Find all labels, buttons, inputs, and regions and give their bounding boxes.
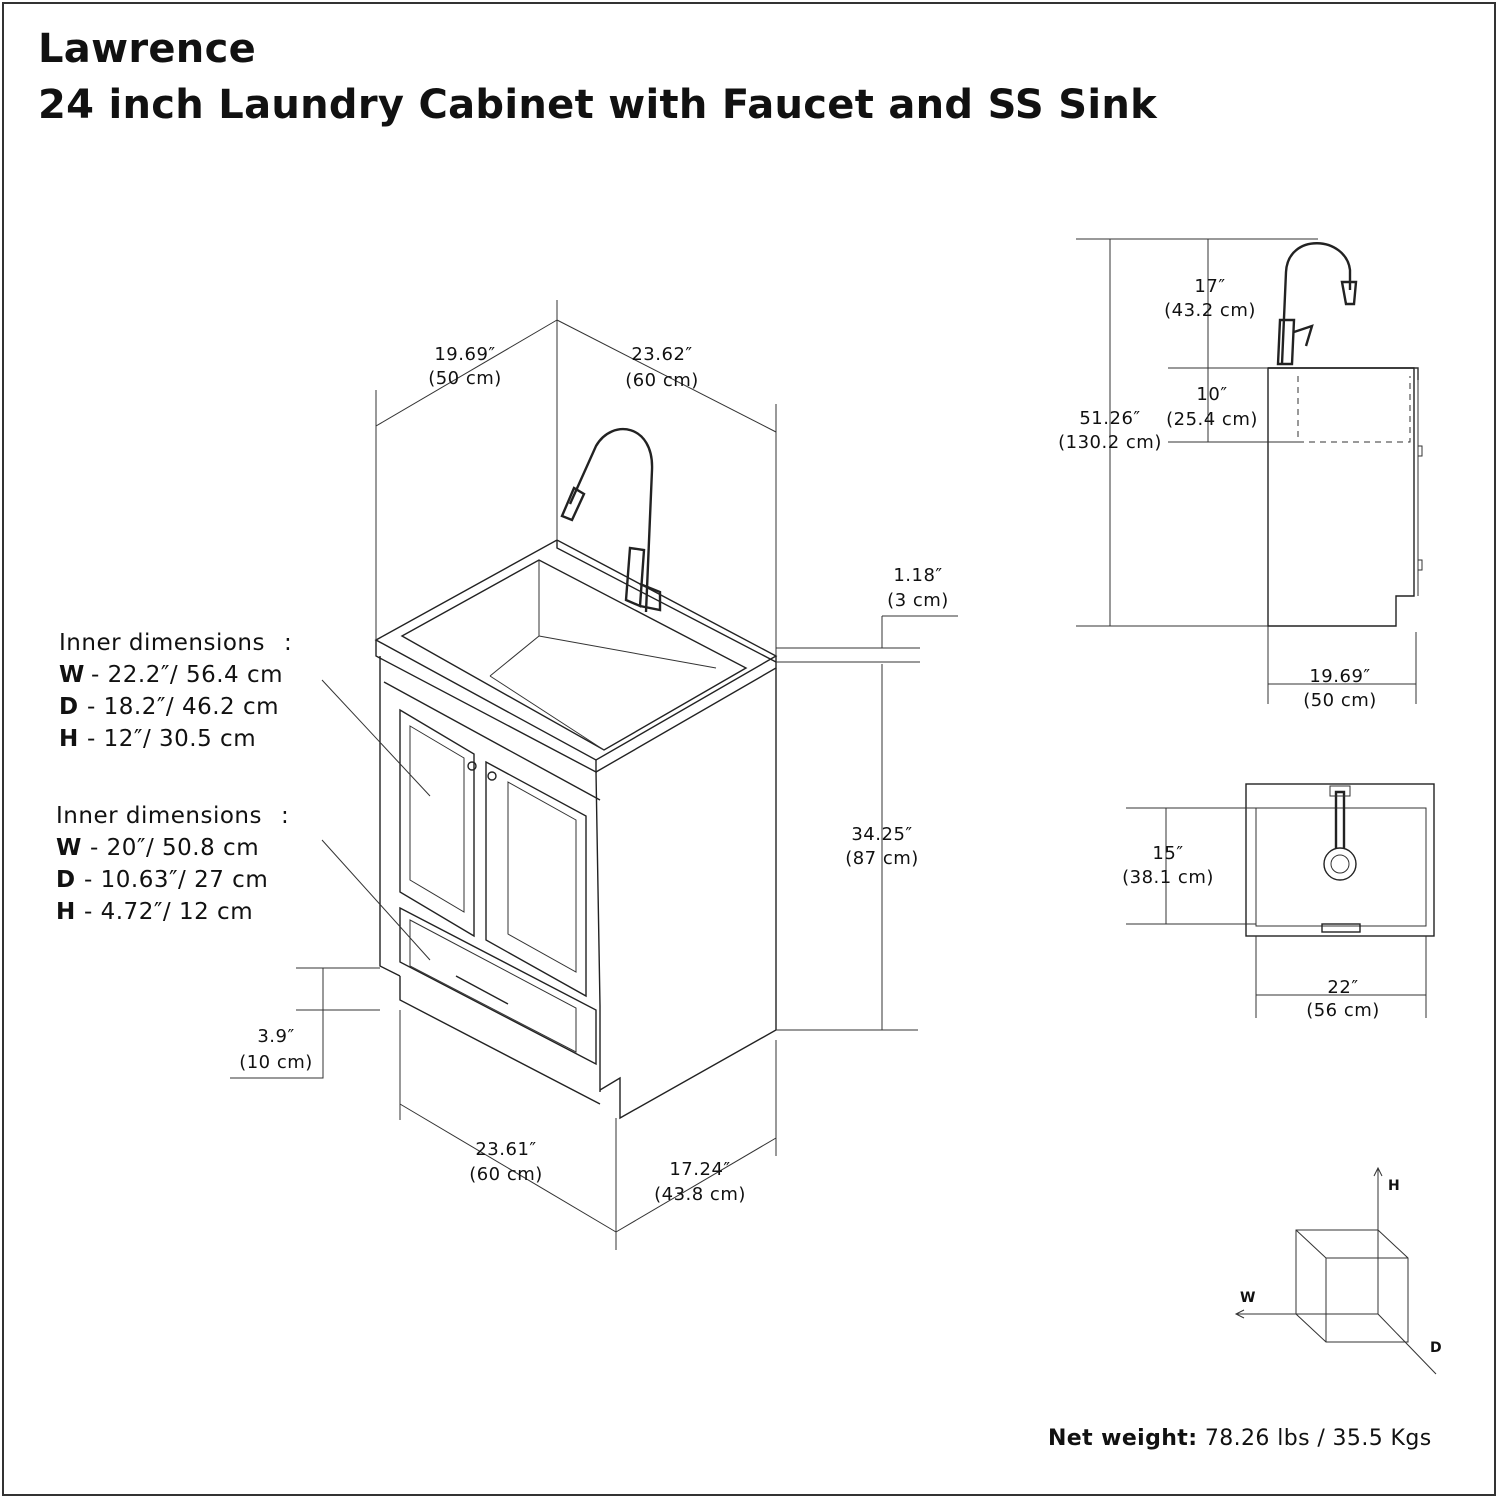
inner-drawer-w-value: - 20″/ 50.8 cm <box>90 835 259 861</box>
inner-drawer-heading: Inner dimensions <box>56 803 262 829</box>
inner-drawer-w-key: W <box>56 835 82 861</box>
top-view-drawing <box>1245 783 1435 937</box>
base-width-cm: (60 cm) <box>469 1164 543 1185</box>
toe-kick-cm: (10 cm) <box>239 1052 313 1073</box>
inner-drawer-d-value: - 10.63″/ 27 cm <box>84 867 268 893</box>
faucet-height-inch: 17″ <box>1194 276 1225 297</box>
inner-drawer-d-key: D <box>56 867 76 893</box>
base-depth-cm: (43.8 cm) <box>654 1184 746 1205</box>
inner-cabinet-h-key: H <box>59 726 79 752</box>
sink-front-back-inch: 15″ <box>1152 843 1183 864</box>
axis-cube-drawing <box>1234 1166 1437 1375</box>
product-title: 24 inch Laundry Cabinet with Faucet and … <box>38 82 1158 128</box>
inner-dimensions-drawer: Inner dimensions : W - 20″/ 50.8 cm D - … <box>56 803 289 925</box>
cabinet-height-inch: 34.25″ <box>851 824 912 845</box>
axis-w-label: W <box>1240 1290 1255 1306</box>
toe-kick-inch: 3.9″ <box>257 1026 294 1047</box>
sink-front-back-cm: (38.1 cm) <box>1122 867 1214 888</box>
base-depth-inch: 17.24″ <box>669 1159 730 1180</box>
sink-depth-cm: (25.4 cm) <box>1166 409 1258 430</box>
sink-width-cm: (56 cm) <box>1306 1000 1380 1021</box>
side-depth-inch: 19.69″ <box>1309 666 1370 687</box>
side-view-drawing <box>1267 242 1423 627</box>
sink-width-inch: 22″ <box>1327 977 1358 998</box>
inner-cabinet-w-key: W <box>59 662 85 688</box>
cabinet-isometric-drawing <box>374 428 778 1120</box>
total-height-inch: 51.26″ <box>1079 408 1140 429</box>
top-width-inch: 23.62″ <box>631 344 692 365</box>
top-depth-cm: (50 cm) <box>428 368 502 389</box>
total-height-cm: (130.2 cm) <box>1058 432 1162 453</box>
counter-thickness-inch: 1.18″ <box>893 565 942 586</box>
inner-drawer-h-value: - 4.72″/ 12 cm <box>84 899 253 925</box>
top-depth-inch: 19.69″ <box>434 344 495 365</box>
net-weight-label: Net weight: <box>1048 1426 1198 1451</box>
axis-d-label: D <box>1430 1340 1442 1356</box>
inner-cabinet-d-key: D <box>59 694 79 720</box>
net-weight: Net weight: 78.26 lbs / 35.5 Kgs <box>1048 1426 1432 1451</box>
net-weight-value: 78.26 lbs / 35.5 Kgs <box>1204 1426 1432 1451</box>
inner-cabinet-colon: : <box>284 630 292 656</box>
inner-cabinet-heading: Inner dimensions <box>59 630 265 656</box>
inner-drawer-h-key: H <box>56 899 76 925</box>
counter-thickness-cm: (3 cm) <box>887 590 949 611</box>
axis-h-label: H <box>1388 1178 1400 1194</box>
inner-dimensions-cabinet: Inner dimensions : W - 22.2″/ 56.4 cm D … <box>59 630 292 752</box>
sink-depth-inch: 10″ <box>1196 384 1227 405</box>
base-width-inch: 23.61″ <box>475 1139 536 1160</box>
product-name: Lawrence <box>38 26 257 72</box>
side-depth-cm: (50 cm) <box>1303 690 1377 711</box>
faucet-height-cm: (43.2 cm) <box>1164 300 1256 321</box>
inner-drawer-colon: : <box>281 803 289 829</box>
inner-cabinet-h-value: - 12″/ 30.5 cm <box>87 726 256 752</box>
cabinet-height-cm: (87 cm) <box>845 848 919 869</box>
inner-cabinet-w-value: - 22.2″/ 56.4 cm <box>91 662 283 688</box>
top-width-cm: (60 cm) <box>625 370 699 391</box>
inner-cabinet-d-value: - 18.2″/ 46.2 cm <box>87 694 279 720</box>
